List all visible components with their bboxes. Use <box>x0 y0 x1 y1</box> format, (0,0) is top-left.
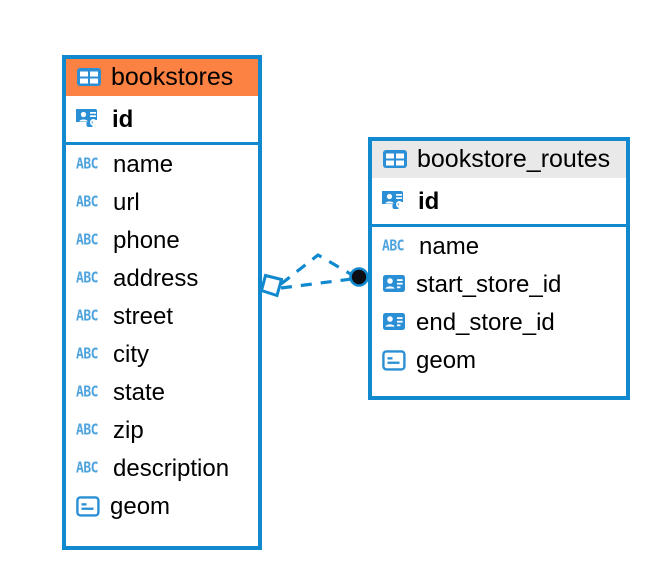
entity-header-bookstores[interactable]: bookstores <box>66 59 258 97</box>
field-label: address <box>113 264 199 292</box>
field-row[interactable]: ABC zip <box>66 411 258 449</box>
abc-glyph: ABC <box>382 237 404 256</box>
geometry-icon <box>76 495 101 518</box>
field-row[interactable]: ABC state <box>66 373 258 411</box>
field-row[interactable]: ABC address <box>66 259 258 297</box>
entity-bookstore-routes[interactable]: bookstore_routes id <box>368 137 630 400</box>
abc-text-icon: ABC <box>382 235 410 257</box>
field-row[interactable]: ABC name <box>66 145 258 183</box>
abc-glyph: ABC <box>76 345 98 364</box>
primary-key-icon <box>382 189 409 213</box>
relationship-line-lower <box>280 277 353 290</box>
table-icon <box>76 66 102 88</box>
field-row[interactable]: geom <box>66 487 258 525</box>
abc-text-icon: ABC <box>76 343 104 365</box>
field-row[interactable]: end_store_id <box>372 303 626 341</box>
filled-circle-marker <box>349 267 369 287</box>
relationship-line-upper <box>280 253 355 286</box>
field-label: city <box>113 340 149 368</box>
field-row[interactable]: ABC phone <box>66 221 258 259</box>
field-label: name <box>419 232 480 260</box>
primary-key-icon <box>76 107 103 131</box>
field-label: description <box>113 454 230 482</box>
abc-glyph: ABC <box>76 269 98 288</box>
field-label: name <box>113 150 174 178</box>
field-row[interactable]: geom <box>372 341 626 379</box>
field-row[interactable]: ABC name <box>372 227 626 265</box>
abc-glyph: ABC <box>76 231 98 250</box>
field-label: end_store_id <box>416 308 555 336</box>
abc-text-icon: ABC <box>76 305 104 327</box>
abc-text-icon: ABC <box>76 381 104 403</box>
table-icon <box>382 148 408 170</box>
field-label: id <box>418 187 440 215</box>
foreign-key-icon <box>382 273 407 295</box>
abc-text-icon: ABC <box>76 229 104 251</box>
field-label: zip <box>113 416 144 444</box>
field-row[interactable]: start_store_id <box>372 265 626 303</box>
abc-text-icon: ABC <box>76 267 104 289</box>
field-label: id <box>112 105 134 133</box>
field-list-bookstore-routes: id ABC name <box>372 178 626 379</box>
field-label: street <box>113 302 174 330</box>
field-label: url <box>113 188 140 216</box>
field-row[interactable]: ABC street <box>66 297 258 335</box>
field-label: geom <box>110 492 171 520</box>
field-label: state <box>113 378 166 406</box>
geometry-icon <box>382 349 407 372</box>
field-label: phone <box>113 226 180 254</box>
field-label: start_store_id <box>416 270 562 298</box>
field-row[interactable]: ABC url <box>66 183 258 221</box>
primary-key-separator <box>66 142 258 146</box>
abc-text-icon: ABC <box>76 191 104 213</box>
abc-glyph: ABC <box>76 459 98 478</box>
abc-text-icon: ABC <box>76 153 104 175</box>
entity-title: bookstores <box>111 63 234 91</box>
foreign-key-icon <box>382 311 407 333</box>
entity-header-bookstore-routes[interactable]: bookstore_routes <box>372 141 626 179</box>
abc-glyph: ABC <box>76 307 98 326</box>
field-row[interactable]: id <box>66 96 258 142</box>
diamond-marker <box>259 273 284 298</box>
abc-text-icon: ABC <box>76 457 104 479</box>
abc-glyph: ABC <box>76 421 98 440</box>
field-row[interactable]: id <box>372 178 626 224</box>
entity-bookstores[interactable]: bookstores id <box>62 55 262 550</box>
field-row[interactable]: ABC description <box>66 449 258 487</box>
abc-glyph: ABC <box>76 155 98 174</box>
field-row[interactable]: ABC city <box>66 335 258 373</box>
abc-glyph: ABC <box>76 193 98 212</box>
field-label: geom <box>416 346 477 374</box>
primary-key-separator <box>372 224 626 228</box>
entity-title: bookstore_routes <box>417 145 611 173</box>
abc-text-icon: ABC <box>76 419 104 441</box>
field-list-bookstores: id ABC name ABC url ABC <box>66 96 258 525</box>
abc-glyph: ABC <box>76 383 98 402</box>
